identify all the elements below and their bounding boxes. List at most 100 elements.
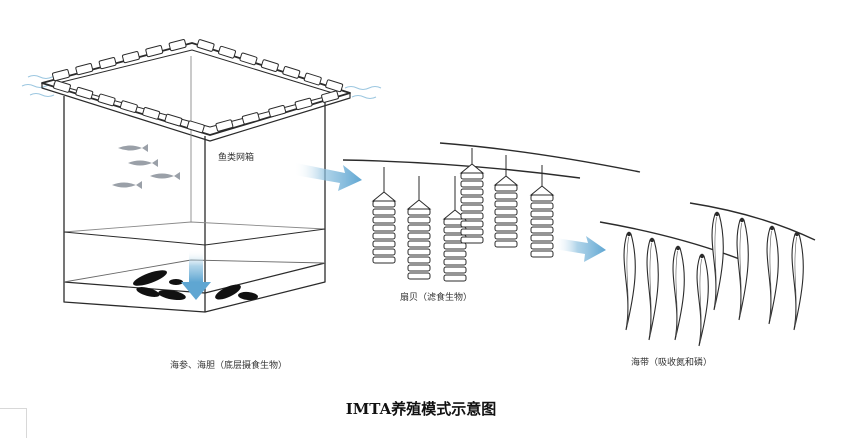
lantern-tier: [372, 240, 396, 248]
kelp-midrib: [649, 242, 652, 337]
cage-float: [53, 80, 71, 93]
lantern-tier: [530, 210, 554, 218]
kelp-knot: [714, 211, 720, 217]
cage-float: [294, 97, 313, 111]
lantern-cap: [406, 199, 432, 210]
label-shellfish: 扇贝（滤食生物）: [400, 293, 473, 303]
flow-arrow-to-kelp: [554, 236, 606, 262]
lantern-tier: [407, 248, 431, 256]
lantern-tier: [530, 194, 554, 202]
cage-float: [142, 107, 161, 120]
fish-icon: [128, 159, 158, 167]
cage-float: [196, 39, 215, 52]
lantern-tier: [443, 250, 467, 258]
cage-float: [186, 120, 205, 134]
kelp-blade: [696, 255, 709, 347]
sea-cucumbers: [132, 270, 258, 301]
lantern-tier: [460, 172, 484, 180]
lantern-tier: [372, 256, 396, 264]
fish-icon: [150, 172, 180, 180]
kelp-longline: [599, 202, 816, 261]
sea-cucumber-icon: [132, 270, 168, 286]
down-flow-arrow: [181, 250, 211, 300]
lantern-tier: [494, 224, 518, 232]
cage-float: [260, 59, 279, 72]
cage-float: [75, 86, 94, 100]
sea-cucumber-icon: [136, 287, 160, 297]
sea-cucumber-icon: [215, 284, 241, 300]
cage-float: [164, 113, 183, 127]
cage-float: [52, 69, 70, 82]
cage-float: [145, 45, 164, 58]
lantern-tier: [494, 184, 518, 192]
lantern-cap: [371, 191, 397, 202]
lantern-tier: [460, 196, 484, 204]
lantern-tier: [443, 266, 467, 274]
lantern-tier: [372, 216, 396, 224]
lantern-tier: [443, 274, 467, 282]
lantern-tier: [494, 240, 518, 248]
cage-float: [241, 112, 260, 125]
kelp-midrib: [714, 216, 717, 307]
cage-float: [268, 104, 287, 118]
lantern-nets: [371, 148, 555, 282]
kelp-knot: [626, 231, 632, 237]
kelp-blade: [646, 239, 659, 341]
lantern-tier: [460, 180, 484, 188]
lantern-tier: [530, 250, 554, 258]
cage-float: [119, 100, 138, 113]
lantern-tier: [407, 232, 431, 240]
sea-cucumber-icon: [238, 291, 258, 301]
cage-floats: [52, 39, 344, 134]
lantern-tier: [372, 232, 396, 240]
lantern-tier: [494, 208, 518, 216]
lantern-tier: [494, 200, 518, 208]
lantern-tier: [407, 272, 431, 280]
lantern-tier: [372, 224, 396, 232]
lantern-tier: [460, 212, 484, 220]
cage-float: [122, 51, 140, 64]
fish-icon: [112, 181, 142, 189]
lantern-tier: [460, 188, 484, 196]
lantern-tier: [407, 208, 431, 216]
cage-float: [75, 63, 94, 76]
cage-float: [303, 72, 322, 86]
cage-float: [321, 90, 339, 103]
sea-cucumber-icon: [169, 279, 183, 285]
kelp-blade: [791, 233, 804, 331]
diagram-title: IMTA养殖模式示意图: [345, 400, 497, 418]
kelp-midrib: [675, 250, 678, 337]
lantern-tier: [460, 220, 484, 228]
lantern-tier: [372, 208, 396, 216]
lantern-cap: [493, 175, 519, 186]
kelp-blades: [623, 211, 804, 347]
lantern-tier: [443, 258, 467, 266]
kelp-blade: [672, 247, 685, 341]
lantern-tier: [407, 240, 431, 248]
lantern-tier: [407, 256, 431, 264]
lantern-tier: [494, 192, 518, 200]
lantern-tier: [530, 242, 554, 250]
cage-float: [218, 45, 236, 59]
lantern-tier: [530, 226, 554, 234]
kelp-midrib: [739, 222, 742, 317]
lantern-tier: [372, 248, 396, 256]
lantern-tier: [443, 242, 467, 250]
label-sea-cucumber: 海参、海胆（底层摄食生物）: [170, 361, 288, 371]
cage-float: [168, 39, 187, 52]
kelp-knot: [769, 225, 775, 231]
lantern-tier: [530, 234, 554, 242]
cage-float: [325, 79, 344, 93]
kelp-knot: [649, 237, 655, 243]
cage-float: [97, 93, 116, 107]
corner-mark: [0, 408, 27, 438]
cage-float: [215, 119, 234, 132]
kelp-knot: [675, 245, 681, 251]
cage-float: [282, 66, 301, 79]
sea-cucumber-icon: [158, 289, 186, 301]
kelp-blade: [766, 227, 779, 325]
kelp-midrib: [794, 236, 797, 327]
shellfish-longline: [342, 142, 641, 179]
lantern-tier: [530, 202, 554, 210]
